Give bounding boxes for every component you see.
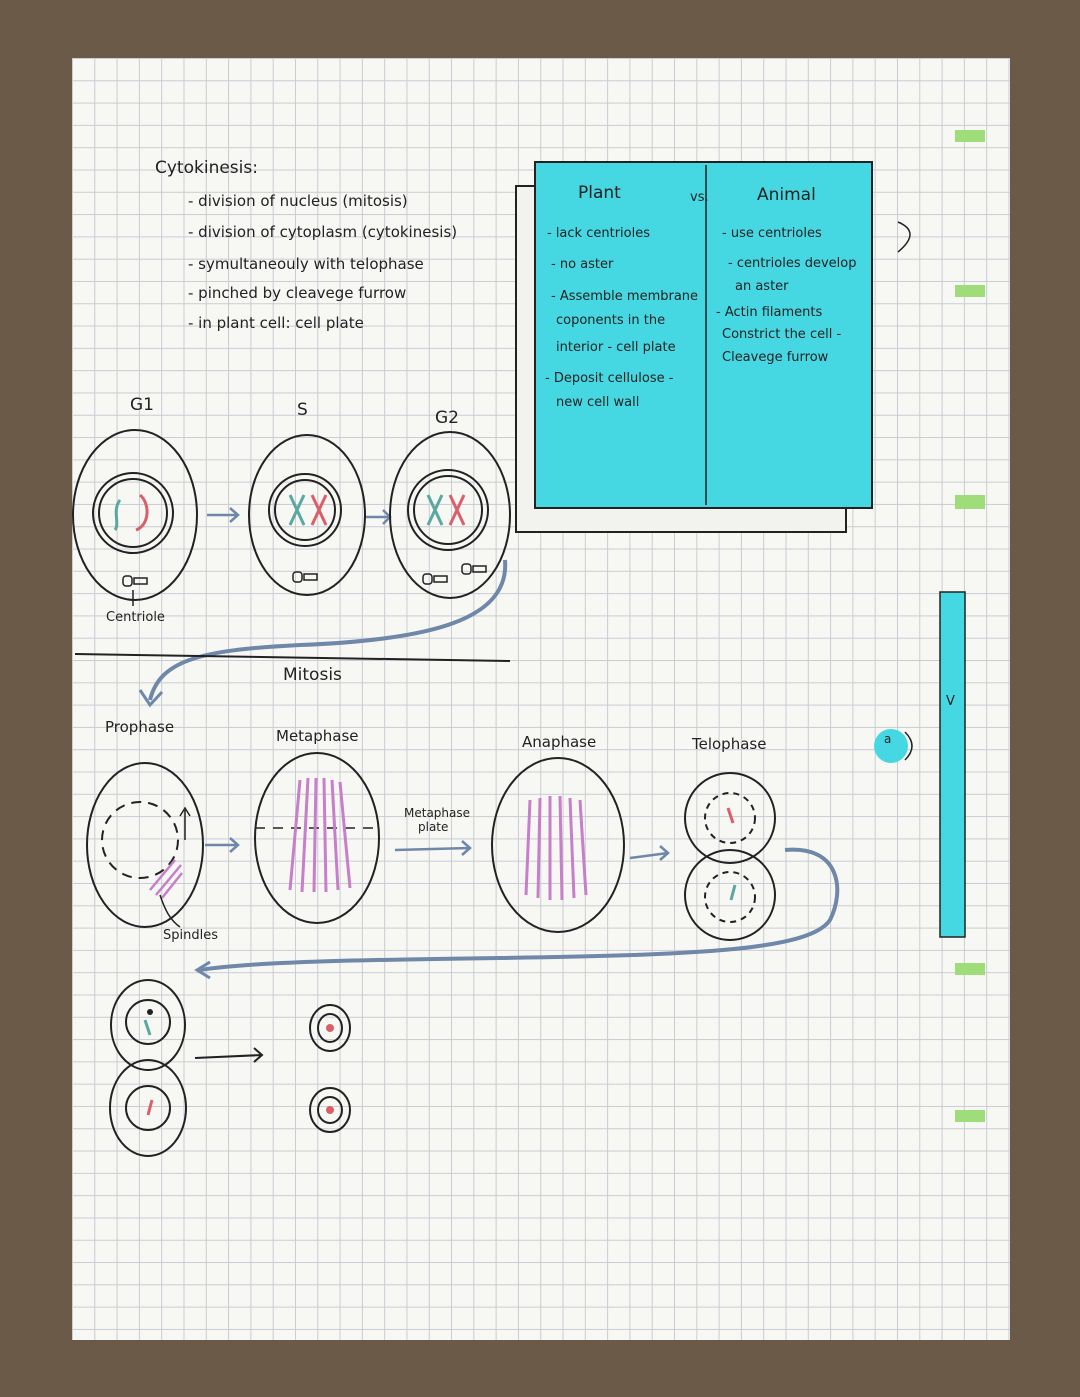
plant-item: new cell wall <box>556 395 639 410</box>
cytokinesis-title: Cytokinesis: <box>155 158 258 178</box>
cytokinesis-item: - pinched by cleavege furrow <box>188 284 406 302</box>
g2-cell <box>390 432 510 598</box>
plant-item: - no aster <box>551 257 613 272</box>
prophase-cell <box>87 763 203 927</box>
animal-header: Animal <box>757 185 816 205</box>
cytokinesis-item: - division of cytoplasm (cytokinesis) <box>188 223 457 241</box>
cytokinesis-item: - symultaneouly with telophase <box>188 255 424 273</box>
plant-item: interior - cell plate <box>556 340 676 355</box>
plant-item: coponents in the <box>556 313 665 328</box>
plant-header: Plant <box>578 183 621 203</box>
vs-label: vs. <box>690 190 709 205</box>
animal-item: - Actin filaments <box>716 305 822 320</box>
animal-item: - centrioles develop <box>728 256 857 271</box>
telophase-cell <box>685 773 775 940</box>
g1-cell <box>73 430 197 600</box>
anaphase-label: Anaphase <box>522 733 596 751</box>
telophase-label: Telophase <box>692 735 766 753</box>
mitosis-title: Mitosis <box>283 665 342 685</box>
section-divider <box>75 654 510 661</box>
animal-item: an aster <box>735 279 789 294</box>
anaphase-spindles <box>526 796 586 900</box>
animal-item: - use centrioles <box>722 226 822 241</box>
metaphase-spindles <box>290 778 350 892</box>
cytokinesis-item: - in plant cell: cell plate <box>188 314 364 332</box>
plant-item: - Assemble membrane <box>551 289 698 304</box>
s-label: S <box>297 400 308 420</box>
plant-item: - lack centrioles <box>547 226 650 241</box>
metaphase-label: Metaphase <box>276 727 359 745</box>
metaphase-plate-label: Metaphase <box>404 806 470 820</box>
prophase-label: Prophase <box>105 718 174 736</box>
anaphase-cell <box>492 758 624 932</box>
animal-item: Constrict the cell - <box>722 327 841 342</box>
animal-item: Cleavege furrow <box>722 350 828 365</box>
side-letter-v: V <box>946 694 955 709</box>
side-letter-a: a <box>884 732 891 746</box>
centriole-marks <box>123 564 486 586</box>
g1-label: G1 <box>130 395 154 415</box>
metaphase-plate-label: plate <box>418 820 448 834</box>
spindles-label: Spindles <box>163 928 218 943</box>
plant-item: - Deposit cellulose - <box>545 371 673 386</box>
s-cell <box>249 435 365 595</box>
side-tab <box>940 592 965 937</box>
dividing-cells <box>110 980 186 1156</box>
centriole-label: Centriole <box>106 610 165 625</box>
cytokinesis-item: - division of nucleus (mitosis) <box>188 192 408 210</box>
g2-label: G2 <box>435 408 459 428</box>
